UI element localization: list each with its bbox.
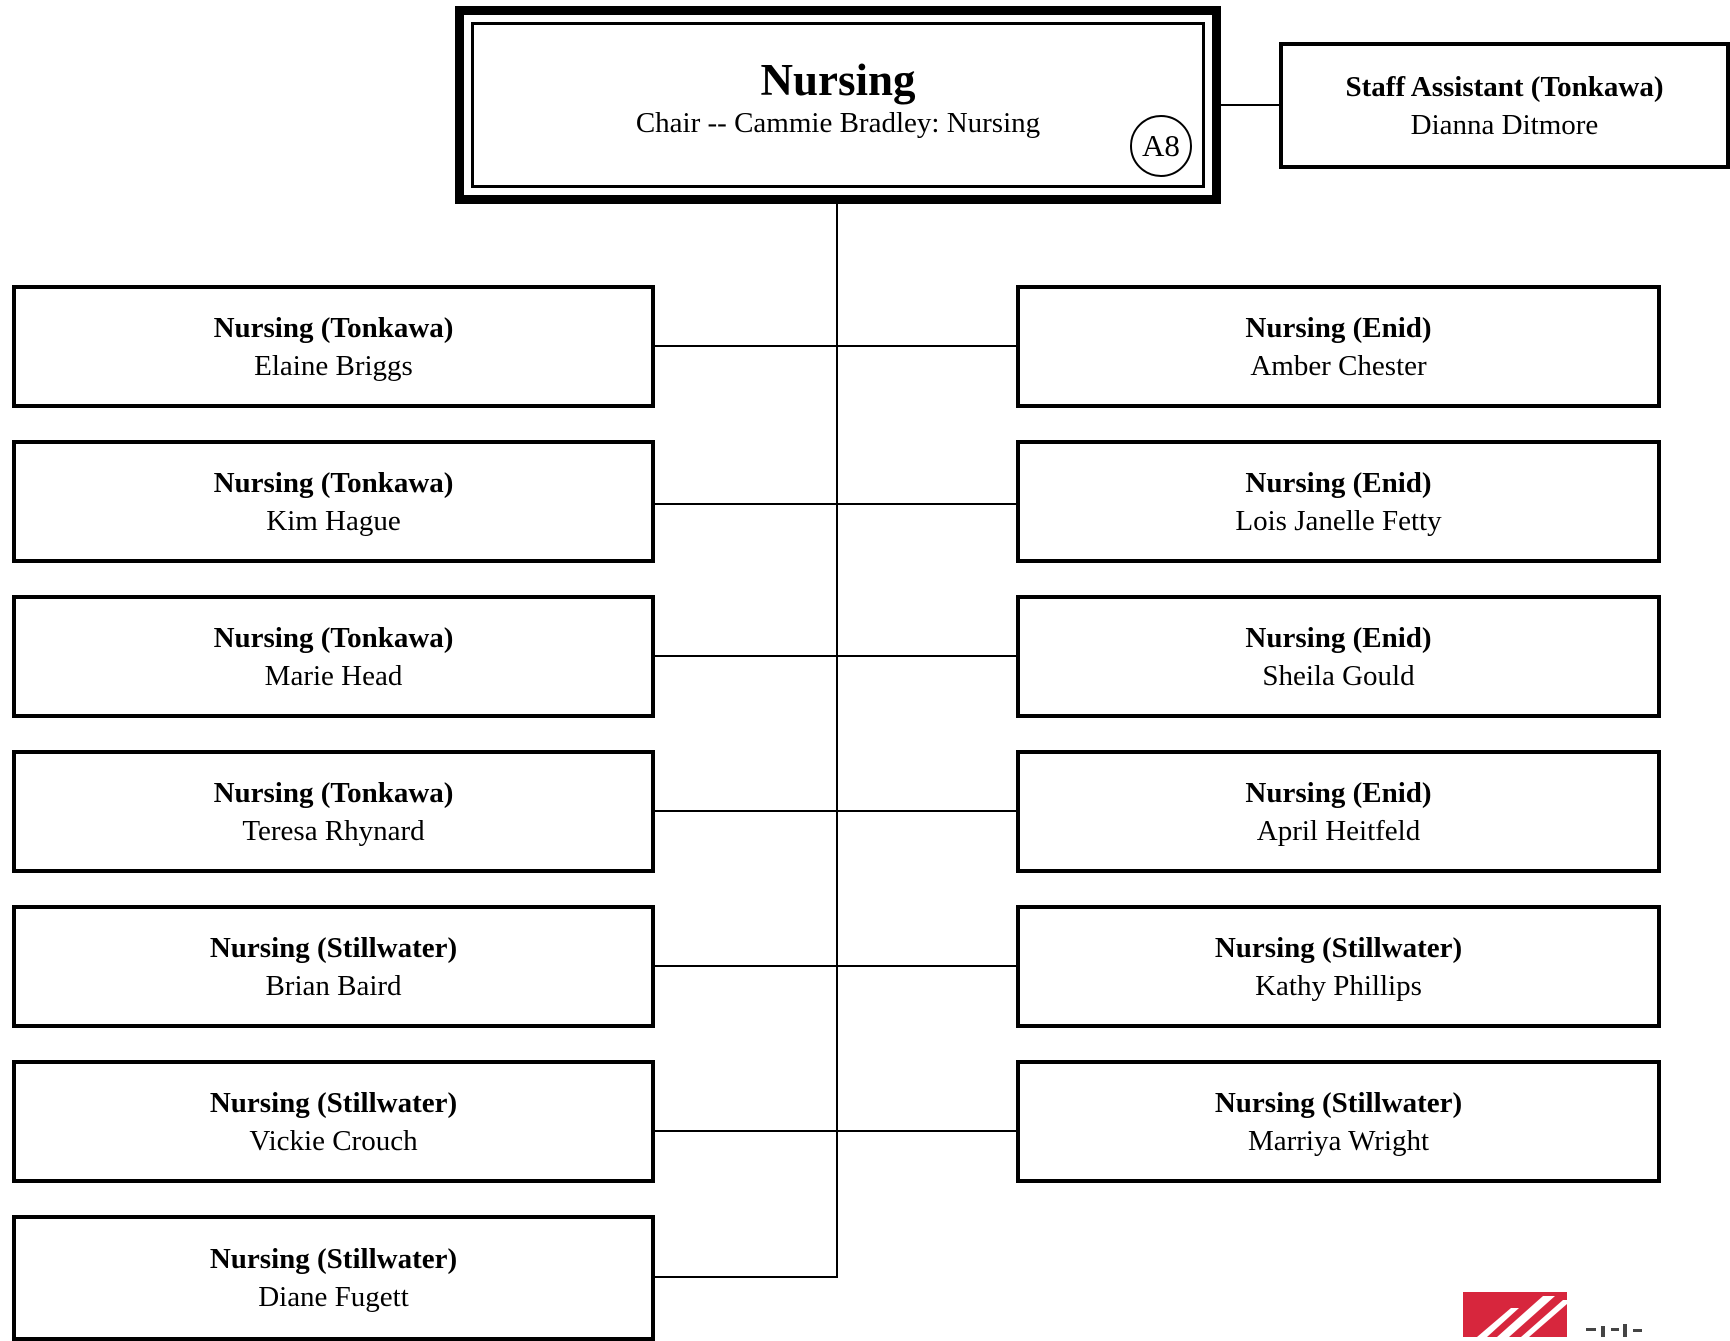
person-name: Kathy Phillips [1255, 969, 1422, 1002]
position-title: Nursing (Enid) [1245, 311, 1432, 344]
position-title: Nursing (Tonkawa) [213, 466, 454, 499]
position-title: Nursing (Tonkawa) [213, 311, 454, 344]
position-box: Nursing (Tonkawa) Elaine Briggs [12, 285, 655, 408]
position-title: Nursing (Stillwater) [209, 931, 458, 964]
person-name: April Heitfeld [1256, 814, 1421, 847]
position-title: Nursing (Stillwater) [1214, 931, 1463, 964]
position-box: Nursing (Tonkawa) Teresa Rhynard [12, 750, 655, 873]
person-name: Kim Hague [266, 504, 401, 537]
position-box: Nursing (Enid) Lois Janelle Fetty [1016, 440, 1661, 563]
connector-row-5 [655, 965, 1016, 967]
person-name: Vickie Crouch [249, 1124, 418, 1157]
chair-box: Nursing Chair -- Cammie Bradley: Nursing… [455, 6, 1221, 204]
position-title: Nursing (Tonkawa) [213, 776, 454, 809]
position-box: Nursing (Enid) April Heitfeld [1016, 750, 1661, 873]
person-name: Diane Fugett [258, 1281, 409, 1313]
position-title: Nursing (Enid) [1245, 466, 1432, 499]
person-name: Elaine Briggs [254, 349, 413, 382]
trunk-line [836, 200, 838, 1278]
staff-assistant-name: Dianna Ditmore [1410, 108, 1599, 141]
staff-assistant-box: Staff Assistant (Tonkawa) Dianna Ditmore [1279, 42, 1730, 169]
position-title: Nursing (Tonkawa) [213, 621, 454, 654]
connector-row-2 [655, 503, 1016, 505]
person-name: Amber Chester [1250, 349, 1427, 382]
position-box: Nursing (Stillwater) Vickie Crouch [12, 1060, 655, 1183]
position-box: Nursing (Stillwater) Brian Baird [12, 905, 655, 1028]
connector-row-1 [655, 345, 1016, 347]
connector-row-6 [655, 1130, 1016, 1132]
position-box: Nursing (Stillwater) Diane Fugett [12, 1215, 655, 1341]
person-name: Teresa Rhynard [242, 814, 425, 847]
position-box: Nursing (Stillwater) Marriya Wright [1016, 1060, 1661, 1183]
position-box: Nursing (Tonkawa) Marie Head [12, 595, 655, 718]
location-badge: A8 [1130, 115, 1192, 177]
person-name: Marriya Wright [1247, 1124, 1430, 1157]
staff-connector [1221, 104, 1279, 106]
connector-row-3 [655, 655, 1016, 657]
connector-row-7 [655, 1276, 838, 1278]
position-box: Nursing (Enid) Amber Chester [1016, 285, 1661, 408]
connector-row-4 [655, 810, 1016, 812]
position-title: Nursing (Enid) [1245, 776, 1432, 809]
chair-subtitle: Chair -- Cammie Bradley: Nursing [635, 107, 1041, 139]
position-title: Nursing (Enid) [1245, 621, 1432, 654]
position-box: Nursing (Tonkawa) Kim Hague [12, 440, 655, 563]
position-box: Nursing (Stillwater) Kathy Phillips [1016, 905, 1661, 1028]
institution-logo [1463, 1290, 1730, 1337]
position-title: Nursing (Stillwater) [1214, 1086, 1463, 1119]
person-name: Sheila Gould [1262, 659, 1415, 692]
chair-title: Nursing [760, 55, 916, 105]
person-name: Marie Head [264, 659, 403, 692]
staff-assistant-title: Staff Assistant (Tonkawa) [1345, 70, 1664, 103]
person-name: Brian Baird [265, 969, 402, 1002]
position-title: Nursing (Stillwater) [209, 1086, 458, 1119]
position-box: Nursing (Enid) Sheila Gould [1016, 595, 1661, 718]
position-title: Nursing (Stillwater) [209, 1243, 458, 1275]
person-name: Lois Janelle Fetty [1235, 504, 1442, 537]
